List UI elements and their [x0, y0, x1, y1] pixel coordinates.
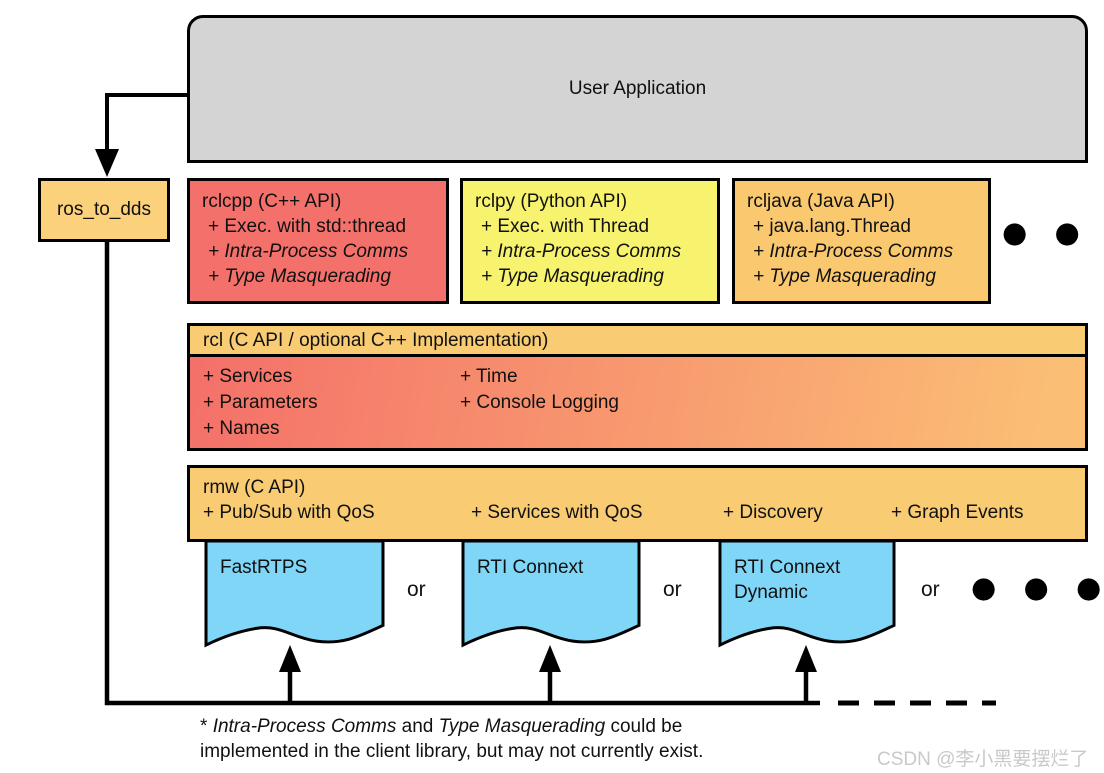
rcl-item: + Names — [203, 418, 280, 439]
user-application-label: User Application — [568, 78, 707, 99]
rclcpp-box: rclcpp (C++ API) + Exec. with std::threa… — [187, 178, 449, 304]
footnote-italic: Intra-Process Comms — [212, 716, 397, 737]
rclpy-item: + Exec. with Thread — [481, 216, 650, 237]
or-label: or — [663, 578, 682, 601]
more-middleware-ellipsis-icon: ● ● ● — [971, 570, 1104, 604]
rclcpp-item: + Intra-Process Comms — [208, 241, 409, 262]
rmw-header: rmw (C API) — [203, 477, 306, 498]
rcl-box: rcl (C API / optional C++ Implementation… — [187, 323, 1088, 451]
footnote-line1: * Intra-Process Comms and Type Masquerad… — [200, 714, 703, 739]
rmw-box: rmw (C API) + Pub/Sub with QoS + Service… — [187, 465, 1088, 542]
footnote: * Intra-Process Comms and Type Masquerad… — [200, 714, 703, 764]
ros-to-dds-box: ros_to_dds — [38, 178, 170, 242]
csdn-watermark: CSDN @李小黑要摆烂了 — [877, 749, 1089, 770]
rti-connext-label: RTI Connext — [477, 557, 584, 578]
rcl-header: rcl (C API / optional C++ Implementation… — [190, 326, 1085, 357]
up-arrow-rti-connext — [539, 645, 561, 705]
more-client-libraries-ellipsis-icon: ● ● ● — [1002, 215, 1104, 249]
rcl-item: + Services — [203, 366, 293, 387]
footnote-text: could be — [610, 716, 683, 737]
rcl-item: + Parameters — [203, 392, 318, 413]
up-arrow-rti-connext-dynamic — [795, 645, 817, 705]
fastrtps-label: FastRTPS — [220, 557, 308, 578]
up-arrow-fastrtps — [279, 645, 301, 705]
footnote-line2: implemented in the client library, but m… — [200, 741, 704, 762]
rti-connext-dynamic-doc-shape: RTI Connext Dynamic — [718, 539, 896, 649]
footnote-text: and — [401, 716, 434, 737]
or-label: or — [921, 578, 940, 601]
rcljava-title: rcljava (Java API) — [747, 191, 895, 212]
rcl-body: + Services + Parameters + Names + Time +… — [190, 357, 1085, 448]
rcl-item: + Console Logging — [460, 392, 619, 413]
rmw-item: + Graph Events — [891, 502, 1024, 523]
rmw-items: + Pub/Sub with QoS + Services with QoS +… — [203, 500, 1072, 525]
rclpy-item: + Intra-Process Comms — [481, 241, 682, 262]
rmw-item: + Services with QoS — [471, 502, 643, 523]
footnote-star: * — [200, 716, 208, 737]
rclpy-title: rclpy (Python API) — [475, 191, 628, 212]
rcljava-item: + Type Masquerading — [753, 266, 936, 287]
rclpy-item: + Type Masquerading — [481, 266, 664, 287]
rcl-col1: + Services + Parameters + Names — [203, 364, 1085, 442]
rcljava-item: + Intra-Process Comms — [753, 241, 954, 262]
user-application-box: User Application — [187, 15, 1088, 163]
ros-to-dds-label: ros_to_dds — [56, 199, 151, 220]
user-app-to-bridge-arrow-line — [105, 93, 188, 150]
down-arrowhead-icon — [95, 149, 119, 177]
or-label: or — [407, 578, 426, 601]
rclcpp-item: + Type Masquerading — [208, 266, 391, 287]
rclcpp-item: + Exec. with std::thread — [208, 216, 407, 237]
rcl-col2: + Time + Console Logging — [460, 364, 619, 416]
rclcpp-title: rclcpp (C++ API) — [202, 191, 342, 212]
footnote-italic: Type Masquerading — [438, 716, 606, 737]
rcljava-box: rcljava (Java API) + java.lang.Thread + … — [732, 178, 991, 304]
fastrtps-doc-shape: FastRTPS — [204, 539, 385, 649]
rcl-item: + Time — [460, 366, 518, 387]
rcljava-item: + java.lang.Thread — [753, 216, 911, 237]
rmw-item: + Pub/Sub with QoS — [203, 502, 375, 523]
rclpy-box: rclpy (Python API) + Exec. with Thread +… — [460, 178, 720, 304]
rti-connext-dynamic-label: RTI Connext Dynamic — [734, 557, 841, 603]
rti-connext-doc-shape: RTI Connext — [461, 539, 641, 649]
rmw-item: + Discovery — [723, 502, 823, 523]
